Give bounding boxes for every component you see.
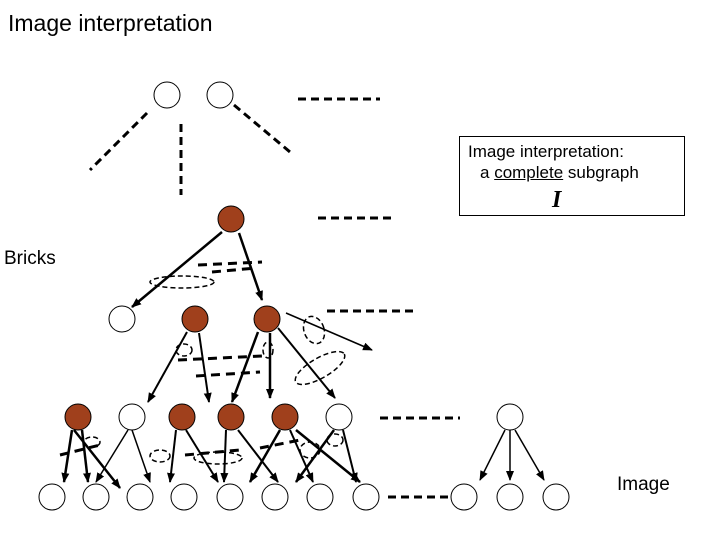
arrow-edge [277, 327, 336, 399]
brick-node-filled [64, 403, 92, 431]
interpretation-symbol: I [552, 187, 562, 213]
arrow-edge [131, 429, 151, 483]
node-empty [496, 483, 524, 511]
node-empty [352, 483, 380, 511]
dashed-ellipse [149, 275, 215, 289]
arrow-edge [342, 429, 358, 483]
page-title: Image interpretation [8, 10, 213, 36]
node-empty [542, 483, 570, 511]
arrow-edge [294, 429, 336, 483]
arrow-edge [61, 429, 74, 483]
arrow-edge [285, 312, 373, 351]
node-empty [216, 483, 244, 511]
arrow-edge [479, 429, 506, 481]
node-empty [450, 483, 478, 511]
arrow-edge [73, 429, 121, 489]
node-empty [118, 403, 146, 431]
arrow-edge [167, 429, 177, 483]
dashed-ellipse [149, 449, 171, 463]
node-empty [38, 483, 66, 511]
dashed-ellipse [299, 441, 321, 459]
callout-suffix: subgraph [563, 163, 639, 182]
arrow-edge [237, 429, 279, 483]
node-empty [206, 81, 234, 109]
node-empty [325, 403, 353, 431]
dashed-ellipse [175, 343, 193, 357]
arrow-edge [185, 429, 219, 483]
dashed-link [259, 438, 301, 450]
dashed-ellipse [302, 315, 326, 345]
node-empty [496, 403, 524, 431]
node-empty [170, 483, 198, 511]
arrow-edge [237, 232, 264, 301]
arrow-edge [289, 429, 314, 483]
arrow-edge [198, 332, 212, 403]
dashed-link [184, 448, 241, 457]
brick-node-filled [217, 205, 245, 233]
brick-node-filled [253, 305, 281, 333]
arrow-edge [230, 331, 260, 403]
node-empty [126, 483, 154, 511]
arrow-edge [514, 429, 545, 481]
node-empty [82, 483, 110, 511]
dashed-ellipse [262, 341, 274, 359]
node-empty [153, 81, 181, 109]
dashed-ellipse [193, 451, 243, 465]
edges [61, 231, 545, 489]
dashed-link [195, 370, 261, 378]
callout-prefix: a [480, 163, 495, 182]
dashed-line [233, 103, 291, 154]
node-empty [261, 483, 289, 511]
callout-emphasis: complete [494, 163, 564, 182]
brick-node-filled [181, 305, 209, 333]
dashed-ellipse [326, 433, 344, 447]
arrow-edge [220, 429, 229, 483]
arrow-edge [248, 429, 282, 483]
callout-line2: a complete subgraph [480, 163, 639, 183]
arrow-edge [131, 231, 223, 308]
callout-line1: Image interpretation: [468, 142, 624, 161]
arrow-edge [295, 429, 361, 483]
brick-node-filled [168, 403, 196, 431]
dashed-link [197, 260, 263, 267]
arrow-edge [95, 429, 129, 483]
bricks-label: Bricks [4, 248, 56, 269]
brick-node-filled [271, 403, 299, 431]
dashed-ellipse [294, 350, 346, 386]
nodes [38, 81, 570, 511]
image-label: Image [617, 474, 670, 495]
dashed-link [211, 266, 257, 274]
dashed-line [88, 111, 149, 172]
arrow-edge [147, 331, 188, 403]
callout-box: Image interpretation: a complete subgrap… [459, 136, 685, 216]
node-empty [306, 483, 334, 511]
brick-node-filled [217, 403, 245, 431]
arrow-edge [80, 429, 91, 483]
node-empty [108, 305, 136, 333]
